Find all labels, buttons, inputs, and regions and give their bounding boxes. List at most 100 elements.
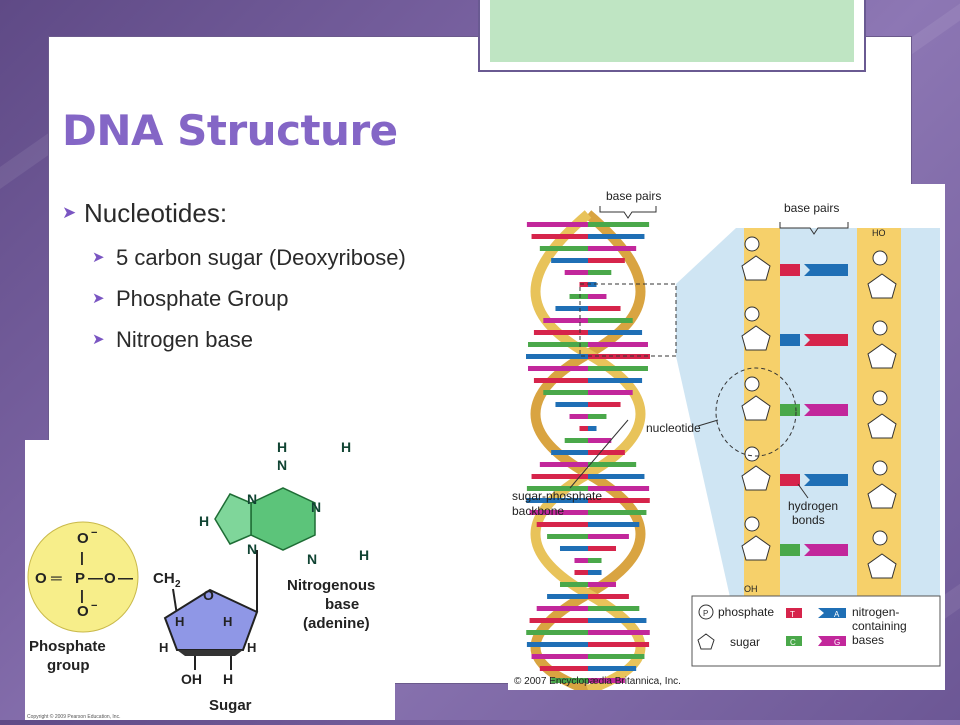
phosphate-label-line: Phosphate <box>29 638 106 655</box>
legend-a-icon <box>818 608 846 618</box>
base-pair-rung <box>531 474 588 479</box>
base-pair-rung <box>588 450 625 455</box>
phosphate-node <box>872 460 888 476</box>
base-pair-rung <box>529 618 588 623</box>
ch2-label: CH <box>153 570 175 587</box>
svg-text:H: H <box>223 671 233 687</box>
base-pair-rung <box>588 330 643 335</box>
base-pair-rung <box>539 462 588 467</box>
base-pair-rung <box>564 270 588 275</box>
base-pair-rung <box>529 510 588 515</box>
base-pair-rung <box>588 606 640 611</box>
top-placeholder-fill <box>490 0 854 62</box>
sugar-node <box>867 483 897 509</box>
base-pair-rung <box>588 402 621 407</box>
svg-text:H: H <box>341 440 351 455</box>
base-pair-rung <box>588 534 629 539</box>
svg-text:T: T <box>790 610 795 619</box>
base-pair-rung <box>588 390 633 395</box>
oh-label: OH <box>744 584 758 594</box>
top-placeholder-box <box>478 0 866 72</box>
base-pair-rung <box>588 630 650 635</box>
svg-text:N: N <box>277 457 287 473</box>
base-pair-rung <box>547 594 588 599</box>
svg-text:−: − <box>91 527 97 539</box>
left-backbone-strip <box>744 228 780 624</box>
svg-text:H: H <box>159 640 168 655</box>
svg-text:N: N <box>307 551 317 567</box>
base-pair-rungs <box>526 222 650 683</box>
base-pair-rung <box>588 438 612 443</box>
phosphate-node <box>872 390 888 406</box>
base-pair-rung <box>536 606 588 611</box>
base-pair-rung <box>588 258 625 263</box>
svg-text:O: O <box>77 603 89 620</box>
base-pair-rung <box>588 270 612 275</box>
backbone-label-line: backbone <box>512 504 564 518</box>
base-pair-rung <box>588 318 633 323</box>
nucleotide-figure: O− | O═ P— O— | O− CH 2 O H H H H OH H N… <box>25 439 395 720</box>
bullet-text: Nucleotides: <box>84 198 228 228</box>
copyright-pearson: Copyright © 2009 Pearson Education, Inc. <box>27 713 120 720</box>
main-bullet-list: ➤ Nucleotides: <box>62 196 227 230</box>
phosphate-circle <box>27 521 139 633</box>
sugar-node <box>867 273 897 299</box>
bullet-arrow-icon: ➤ <box>62 203 77 222</box>
svg-text:N: N <box>247 541 257 557</box>
base-pair-rung <box>588 546 617 551</box>
sub-bullet-item: ➤ Phosphate Group <box>92 283 406 324</box>
sugar-node <box>741 535 771 561</box>
base-pairs-label-right: base pairs <box>784 201 839 215</box>
bullet-arrow-icon: ➤ <box>92 249 105 266</box>
base-pair-rung <box>588 342 648 347</box>
phosphate-node <box>872 320 888 336</box>
bullet-arrow-icon: ➤ <box>92 331 105 348</box>
svg-text:H: H <box>277 440 287 455</box>
svg-text:C: C <box>790 638 796 647</box>
base-pair-rung <box>588 498 650 503</box>
svg-text:O: O <box>77 530 89 547</box>
base-pair-rung <box>588 378 643 383</box>
copyright-britannica: © 2007 Encyclopædia Britannica, Inc. <box>514 676 681 687</box>
svg-text:═: ═ <box>50 570 62 587</box>
svg-text:−: − <box>91 600 97 612</box>
sub-bullet-text: Phosphate Group <box>116 286 289 311</box>
base-label-line: Nitrogenous <box>287 577 375 594</box>
right-base-block <box>804 334 848 346</box>
base-five-ring <box>214 493 252 545</box>
base-pair-rung <box>551 258 588 263</box>
left-base-block <box>780 264 800 276</box>
base-pair-rung <box>526 486 588 491</box>
base-pair-rung <box>588 282 597 287</box>
legend-sugar-icon <box>697 633 715 650</box>
slide-title: DNA Structure <box>62 106 398 155</box>
phosphate-label-line: group <box>47 657 90 674</box>
base-pair-rung <box>588 294 607 299</box>
legend-box <box>691 595 941 667</box>
base-pair-rung <box>588 642 650 647</box>
dna-diagram: base pairs base pairs HO OH nucleotide s… <box>512 189 941 695</box>
left-base-block <box>780 334 800 346</box>
phosphate-node <box>744 236 760 252</box>
phosphate-node <box>744 376 760 392</box>
svg-text:N: N <box>247 491 257 507</box>
svg-text:G: G <box>834 638 840 647</box>
base-pair-rung <box>547 534 588 539</box>
sugar-node <box>867 413 897 439</box>
legend-phosphate-icon <box>698 604 714 620</box>
phosphate-node <box>744 306 760 322</box>
base-pair-rung <box>588 570 602 575</box>
svg-text:—: — <box>118 570 133 587</box>
base-pair-rung <box>588 306 621 311</box>
phosphate-node <box>744 446 760 462</box>
base-pair-rung <box>588 234 645 239</box>
base-pair-rung <box>588 522 640 527</box>
base-pair-rung <box>526 354 588 359</box>
base-pair-rung <box>564 438 588 443</box>
svg-text:N: N <box>311 499 321 515</box>
base-pairs-bracket-right <box>779 222 849 235</box>
svg-text:P: P <box>703 609 708 618</box>
ho-label: HO <box>872 228 886 238</box>
svg-text:O: O <box>35 570 47 587</box>
base-label-line: (adenine) <box>303 615 370 632</box>
